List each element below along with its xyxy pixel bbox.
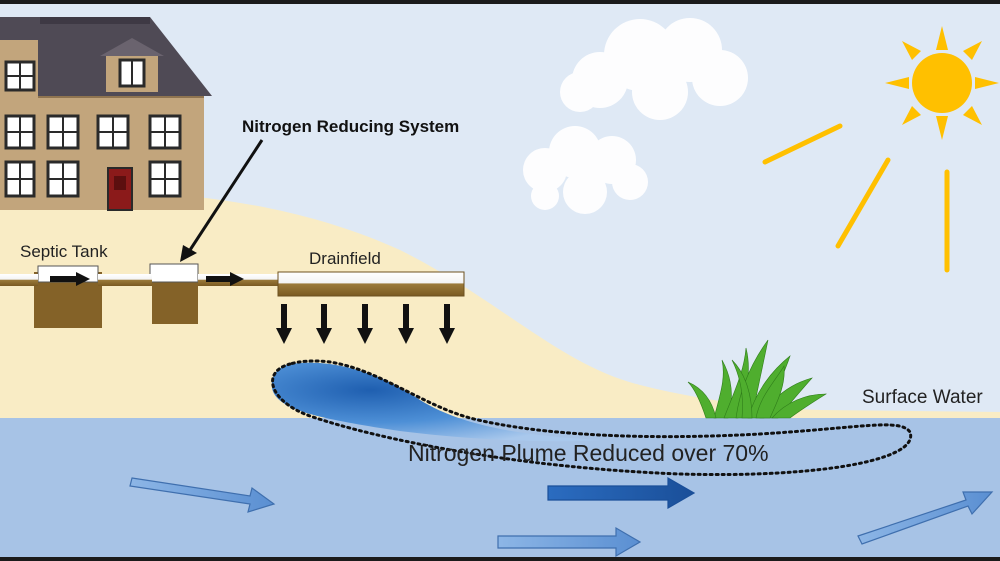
nitrogen-plume: [271, 362, 600, 442]
nrs-tank-lid: [149, 263, 199, 283]
grass-icon: [687, 339, 828, 419]
drainfield-pipe: [277, 271, 465, 297]
system-label: Nitrogen Reducing System: [242, 117, 459, 136]
plume-boundary: [271, 359, 913, 477]
plume-label: Nitrogen Plume Reduced over 70%: [408, 440, 769, 466]
down-arrow-icon: [276, 304, 455, 344]
system-pointer-line: [188, 139, 264, 251]
inlet-pipe: [0, 274, 38, 286]
septic-tank-label: Septic Tank: [20, 242, 108, 261]
flow-arrow-icon: [129, 476, 994, 558]
cloud-icon-small: [523, 126, 648, 214]
connector-pipe: [98, 274, 152, 286]
sun-icon: [762, 26, 999, 273]
drainfield-label: Drainfield: [309, 249, 381, 268]
pipe-flow-arrows: [50, 272, 244, 286]
surface-water-label: Surface Water: [862, 387, 983, 408]
bottom-border: [0, 557, 1000, 561]
cloud-icon: [560, 18, 748, 120]
house-icon: [0, 17, 212, 211]
system-pointer-head: [180, 245, 197, 262]
top-border: [0, 0, 1000, 4]
